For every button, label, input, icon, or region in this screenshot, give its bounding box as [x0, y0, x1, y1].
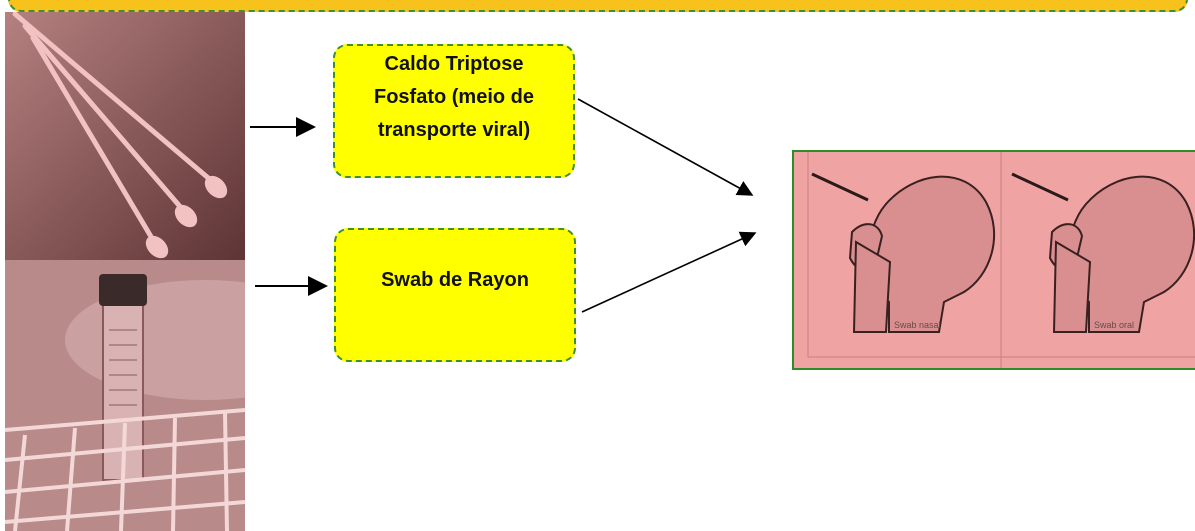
arrow-swab-to-illustration: [581, 231, 757, 313]
swab-illustration-panel: Swab nasal Swab oral: [792, 150, 1195, 370]
transport-medium-box: Caldo Triptose Fosfato (meio de transpor…: [333, 44, 575, 178]
nasal-head-drawing: [848, 175, 995, 333]
swabs-photo: [5, 12, 245, 260]
swab-label: Swab de Rayon: [381, 269, 529, 291]
left-caption: Swab nasal: [894, 320, 941, 330]
arrow-medium-to-illustration: [577, 98, 754, 196]
right-caption: Swab oral: [1094, 320, 1135, 330]
oral-head-drawing: [1048, 175, 1195, 333]
transport-medium-label: Caldo Triptose Fosfato (meio de transpor…: [373, 53, 534, 141]
tube-rack-photo: [5, 260, 245, 531]
swab-box: Swab de Rayon: [334, 228, 576, 362]
